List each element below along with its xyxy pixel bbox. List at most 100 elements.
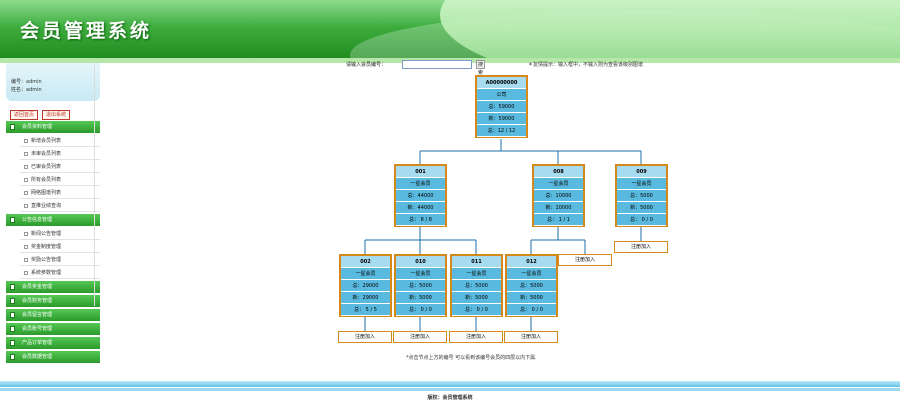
- sidebar: 编号：admin 姓名：admin 返回首页退出系统 会员资料管理新增会员列表未…: [6, 63, 100, 373]
- logout-button[interactable]: 退出系统: [42, 110, 71, 120]
- node-count: 总：12 / 12: [477, 125, 526, 137]
- menu-group-3[interactable]: 会员财务管理: [6, 295, 100, 307]
- node-total: 总：29000: [341, 280, 390, 292]
- menu-group-5[interactable]: 会员账号管理: [6, 323, 100, 335]
- register-button[interactable]: 注册加入: [338, 331, 392, 343]
- search-label: 请输入会员编号：: [346, 62, 387, 68]
- menu-item[interactable]: 奖励公告管理: [20, 254, 100, 266]
- node-new: 新：10000: [534, 202, 583, 214]
- folder-icon: [10, 124, 15, 130]
- menu-group-6[interactable]: 产品订单管理: [6, 337, 100, 349]
- node-total: 总：10000: [534, 190, 583, 202]
- node-count: 总： 0 / 0: [452, 304, 501, 316]
- node-level: 一星会员: [507, 268, 556, 280]
- menu-item[interactable]: 未审会员列表: [20, 148, 100, 160]
- node-level: 一星会员: [617, 178, 666, 190]
- node-id[interactable]: 012: [507, 256, 556, 268]
- register-button[interactable]: 注册加入: [558, 254, 612, 266]
- bullet-icon: [24, 257, 28, 262]
- sidebar-divider: [94, 62, 95, 306]
- register-button[interactable]: 注册加入: [504, 331, 558, 343]
- menu-group-4[interactable]: 会员留言管理: [6, 309, 100, 321]
- menu-item-label: 奖金制度管理: [31, 244, 62, 250]
- menu-group-label: 公告信息管理: [22, 217, 53, 223]
- node-id[interactable]: A00000000: [477, 77, 526, 89]
- node-count: 总： 0 / 0: [617, 214, 666, 226]
- menu-item[interactable]: 奖金制度管理: [20, 241, 100, 253]
- menu-group-label: 会员留言管理: [22, 312, 53, 318]
- node-new: 新：5000: [396, 292, 445, 304]
- menu-group-7[interactable]: 会员数据管理: [6, 351, 100, 363]
- search-hint: ＊友情提示：输入框中，不输入则为查看该级别图谱: [528, 62, 644, 68]
- menu-group-label: 会员奖金管理: [22, 284, 53, 290]
- node-new: 新：29000: [341, 292, 390, 304]
- menu-group-1[interactable]: 公告信息管理: [6, 214, 100, 226]
- user-info-box: 编号：admin 姓名：admin: [6, 63, 100, 101]
- bullet-icon: [24, 231, 28, 236]
- menu-item-label: 奖励公告管理: [31, 257, 62, 263]
- node-count: 总： 8 / 8: [396, 214, 445, 226]
- register-button[interactable]: 注册加入: [614, 241, 668, 253]
- node-total: 总：59000: [477, 101, 526, 113]
- menu-item[interactable]: 网络图谱列表: [20, 187, 100, 199]
- node-count: 总： 0 / 0: [507, 304, 556, 316]
- user-name-row: 姓名：admin: [11, 86, 42, 93]
- menu-group-label: 会员数据管理: [22, 354, 53, 360]
- sidebar-top-buttons: 返回首页退出系统: [10, 110, 74, 120]
- node-level: 一星会员: [396, 178, 445, 190]
- node-total: 总：5000: [452, 280, 501, 292]
- node-new: 新：5000: [507, 292, 556, 304]
- menu-group-label: 会员资料管理: [22, 124, 53, 130]
- user-name-label: 姓名：: [11, 87, 27, 93]
- menu-item[interactable]: 所有会员列表: [20, 174, 100, 186]
- menu-group-0[interactable]: 会员资料管理: [6, 121, 100, 133]
- user-id-row: 编号：admin: [11, 78, 42, 85]
- node-new: 新：59000: [477, 113, 526, 125]
- menu-group-label: 会员账号管理: [22, 326, 53, 332]
- menu-item-label: 未审会员列表: [31, 151, 62, 157]
- header-swoosh: [440, 0, 900, 58]
- menu-item[interactable]: 直推业绩查询: [20, 200, 100, 212]
- tree-note: *点击节点上方的编号 可以看到该编号会员的四层以内下属.: [406, 355, 537, 361]
- menu-item-label: 已审会员列表: [31, 164, 62, 170]
- folder-icon: [10, 217, 15, 223]
- menu-item[interactable]: 系统参数管理: [20, 267, 100, 279]
- node-id[interactable]: 011: [452, 256, 501, 268]
- register-button[interactable]: 注册加入: [449, 331, 503, 343]
- menu-item[interactable]: 新增会员列表: [20, 135, 100, 147]
- home-button[interactable]: 返回首页: [10, 110, 39, 120]
- node-id[interactable]: 010: [396, 256, 445, 268]
- node-id[interactable]: 008: [534, 166, 583, 178]
- node-total: 总：44000: [396, 190, 445, 202]
- node-new: 新：44000: [396, 202, 445, 214]
- bullet-icon: [24, 244, 28, 249]
- folder-icon: [10, 298, 15, 304]
- menu-item[interactable]: 已审会员列表: [20, 161, 100, 173]
- node-id[interactable]: 002: [341, 256, 390, 268]
- node-id[interactable]: 001: [396, 166, 445, 178]
- user-id-value: admin: [26, 79, 42, 85]
- search-button[interactable]: 搜索: [476, 60, 486, 76]
- bullet-icon: [24, 138, 28, 143]
- user-id-label: 编号：: [11, 79, 27, 85]
- folder-icon: [10, 326, 15, 332]
- bullet-icon: [24, 270, 28, 275]
- node-id[interactable]: 009: [617, 166, 666, 178]
- menu-item-label: 所有会员列表: [31, 177, 62, 183]
- node-new: 新：5000: [617, 202, 666, 214]
- member-id-input[interactable]: [402, 60, 472, 69]
- node-total: 总：5000: [396, 280, 445, 292]
- register-button[interactable]: 注册加入: [393, 331, 447, 343]
- menu-item[interactable]: 新闻公告管理: [20, 228, 100, 240]
- menu-group-2[interactable]: 会员奖金管理: [6, 281, 100, 293]
- node-count: 总： 5 / 5: [341, 304, 390, 316]
- bullet-icon: [24, 164, 28, 169]
- menu-group-label: 会员财务管理: [22, 298, 53, 304]
